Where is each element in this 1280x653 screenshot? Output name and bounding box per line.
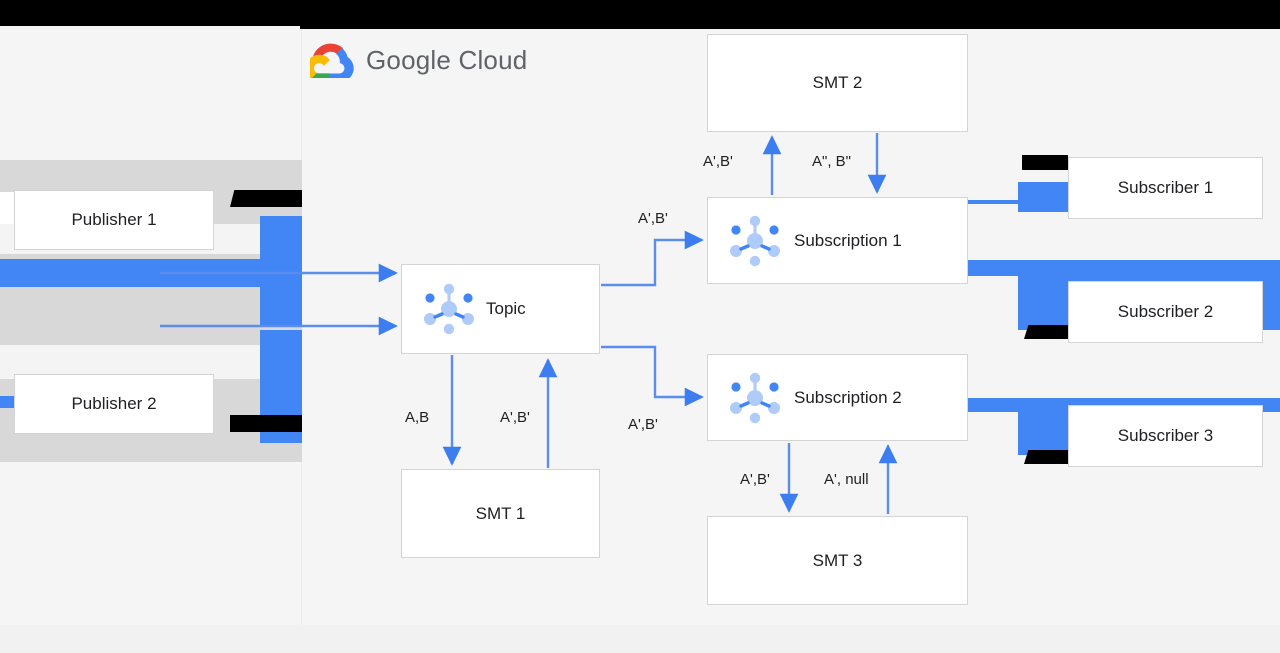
node-smt-2-label: SMT 2 <box>812 73 863 92</box>
redaction-black-lower-left <box>230 415 302 432</box>
logo-word-google: Google <box>366 44 452 75</box>
pubsub-icon <box>730 215 780 266</box>
redaction-black-sub1 <box>1022 155 1068 170</box>
artifact-blue-line-sub1 <box>968 200 1068 204</box>
edge-label-smt1-to-topic: A',B' <box>500 409 530 426</box>
node-subscriber-2[interactable]: Subscriber 2 <box>1068 281 1263 343</box>
artifact-blue-line-sub2 <box>968 260 1280 276</box>
node-subscription-1-label: Subscription 1 <box>794 230 902 250</box>
artifact-blue-bar-upper <box>0 259 302 287</box>
redaction-light-strip-lower <box>0 345 260 379</box>
node-publisher-1[interactable]: Publisher 1 <box>14 190 214 250</box>
node-topic-label: Topic <box>486 299 526 318</box>
pubsub-icon <box>730 372 780 423</box>
node-subscription-1[interactable]: Subscription 1 <box>707 197 968 284</box>
node-subscriber-1-label: Subscriber 1 <box>1117 178 1214 197</box>
node-subscription-2-label: Subscription 2 <box>794 387 902 407</box>
artifact-blue-block-sub1 <box>1018 182 1068 212</box>
redaction-topbar-left <box>0 0 302 26</box>
node-smt-3[interactable]: SMT 3 <box>707 516 968 605</box>
edge-label-topic-to-sub2: A',B' <box>628 416 658 433</box>
edge-label-smt2-out: A", B" <box>812 153 851 170</box>
edge-label-smt3-to-sub2: A', null <box>824 471 869 488</box>
node-subscriber-3[interactable]: Subscriber 3 <box>1068 405 1263 467</box>
node-subscriber-2-label: Subscriber 2 <box>1117 302 1214 321</box>
google-cloud-logo: Google Cloud <box>310 42 527 78</box>
node-smt-2[interactable]: SMT 2 <box>707 34 968 132</box>
node-smt-3-label: SMT 3 <box>812 550 863 570</box>
node-publisher-2-label: Publisher 2 <box>71 394 157 413</box>
node-smt-1-label: SMT 1 <box>475 503 526 523</box>
edge-label-topic-to-smt1: A,B <box>405 409 430 426</box>
logo-word-cloud: Cloud <box>458 44 528 75</box>
node-subscriber-3-label: Subscriber 3 <box>1117 426 1214 445</box>
canvas-plate-bottom <box>0 625 1280 653</box>
redaction-black-upper-left <box>230 190 302 207</box>
edge-label-smt2-in: A',B' <box>703 153 733 170</box>
node-publisher-1-label: Publisher 1 <box>71 210 157 229</box>
redaction-black-sub3 <box>1024 450 1068 464</box>
google-cloud-mark-icon <box>310 43 354 78</box>
node-subscription-2[interactable]: Subscription 2 <box>707 354 968 441</box>
node-smt-1[interactable]: SMT 1 <box>401 469 600 558</box>
edge-label-topic-to-sub1: A',B' <box>638 210 668 227</box>
google-cloud-wordmark: Google Cloud <box>366 45 527 76</box>
node-topic[interactable]: Topic <box>401 264 600 354</box>
redaction-topbar-right <box>300 0 1280 29</box>
node-publisher-2[interactable]: Publisher 2 <box>14 374 214 434</box>
pubsub-icon <box>424 283 474 335</box>
edge-label-sub2-to-smt3: A',B' <box>740 471 770 488</box>
redaction-black-sub2 <box>1024 325 1068 339</box>
node-subscriber-1[interactable]: Subscriber 1 <box>1068 157 1263 219</box>
